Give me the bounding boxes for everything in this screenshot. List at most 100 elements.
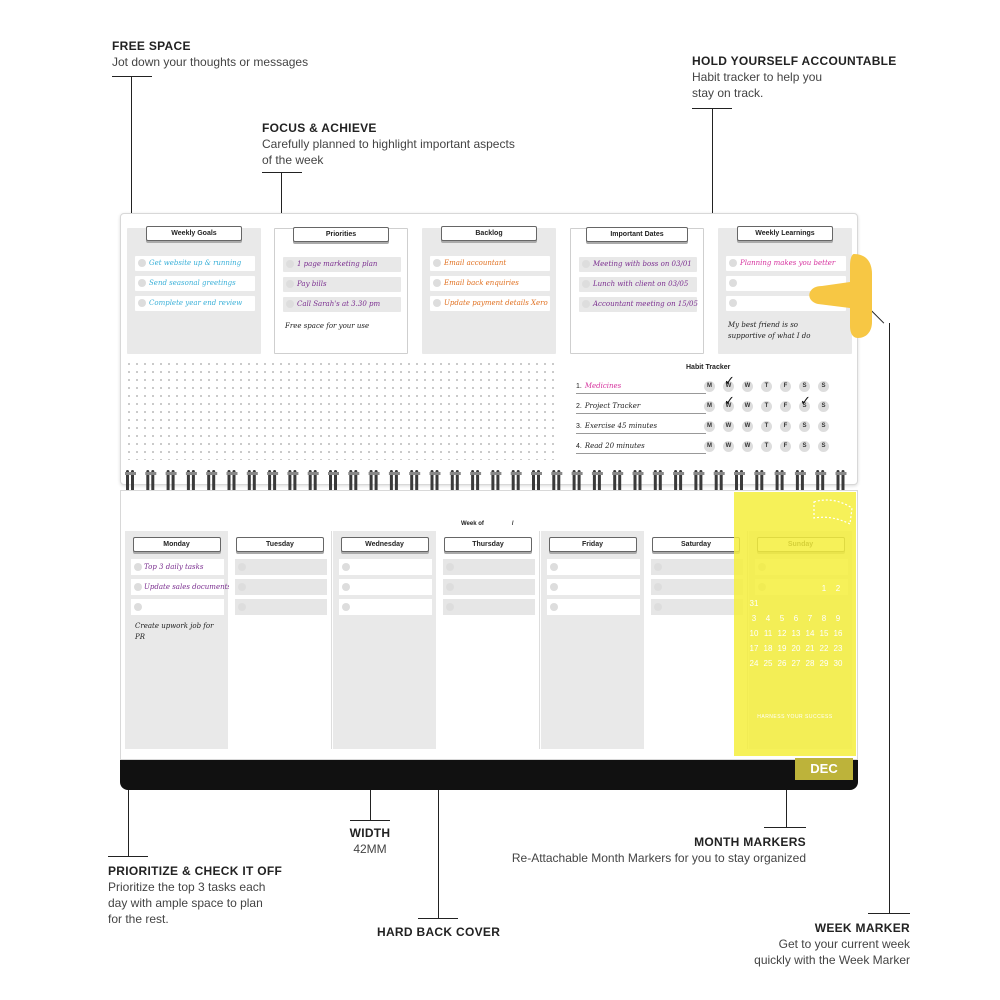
calendar-day[interactable] <box>804 584 816 599</box>
calendar-day[interactable]: 10 <box>749 629 759 638</box>
habit-day-circle[interactable]: M <box>704 381 715 392</box>
list-item[interactable]: Send seasonal greetings <box>135 276 255 291</box>
day-task-row[interactable] <box>235 559 327 575</box>
checkbox-circle[interactable] <box>433 299 441 307</box>
calendar-day[interactable]: 24 <box>749 659 759 668</box>
day-task-row[interactable]: Top 3 daily tasks <box>131 559 224 575</box>
checkbox-circle[interactable] <box>433 259 441 267</box>
calendar-day[interactable] <box>762 599 774 614</box>
habit-day-circle[interactable]: S <box>818 381 829 392</box>
list-item[interactable]: 1 page marketing plan <box>283 257 401 272</box>
calendar-day[interactable]: 12 <box>777 629 787 638</box>
calendar-day[interactable]: 17 <box>749 644 759 653</box>
checkbox-circle[interactable] <box>729 279 737 287</box>
calendar-day[interactable]: 13 <box>791 629 801 638</box>
checkbox-circle[interactable] <box>134 583 142 591</box>
habit-name[interactable]: 2.Project Tracker <box>576 402 706 414</box>
calendar-day[interactable]: 28 <box>805 659 815 668</box>
calendar-day[interactable]: 29 <box>819 659 829 668</box>
habit-day-circle[interactable]: W✓ <box>723 374 735 392</box>
checkbox-circle[interactable] <box>446 563 454 571</box>
calendar-day[interactable]: 14 <box>805 629 815 638</box>
checkbox-circle[interactable] <box>286 280 294 288</box>
calendar-day[interactable] <box>748 584 760 599</box>
calendar-day[interactable]: 18 <box>763 644 773 653</box>
checkbox-circle[interactable] <box>342 583 350 591</box>
checkbox-circle[interactable] <box>134 563 142 571</box>
list-item[interactable]: Accountant meeting on 15/05 <box>579 297 698 312</box>
calendar-day[interactable]: 15 <box>819 629 829 638</box>
habit-name[interactable]: 1.Medicines <box>576 382 706 394</box>
day-task-row[interactable] <box>339 599 432 615</box>
calendar-day[interactable]: 3 <box>751 614 757 623</box>
checkbox-circle[interactable] <box>729 259 737 267</box>
list-item[interactable]: Call Sarah's at 3.30 pm <box>283 297 401 312</box>
checkbox-circle[interactable] <box>550 563 558 571</box>
checkbox-circle[interactable] <box>342 603 350 611</box>
calendar-day[interactable]: 20 <box>791 644 801 653</box>
checkbox-circle[interactable] <box>729 299 737 307</box>
habit-day-circle[interactable]: W <box>742 421 753 432</box>
checkbox-circle[interactable] <box>433 279 441 287</box>
day-task-row[interactable] <box>651 599 743 615</box>
list-item[interactable]: Complete year end review <box>135 296 255 311</box>
calendar-day[interactable]: 27 <box>791 659 801 668</box>
list-item[interactable]: Lunch with client on 03/05 <box>579 277 697 292</box>
calendar-day[interactable]: 22 <box>819 644 829 653</box>
checkbox-circle[interactable] <box>582 300 590 308</box>
calendar-day[interactable]: 9 <box>835 614 841 623</box>
habit-day-circle[interactable]: W <box>723 441 734 452</box>
habit-day-circle[interactable]: T <box>761 401 772 412</box>
list-item[interactable]: Update payment details Xero <box>430 296 550 311</box>
habit-day-circle[interactable]: S <box>818 401 829 412</box>
checkbox-circle[interactable] <box>286 300 294 308</box>
free-space-dot-grid[interactable] <box>125 360 555 460</box>
habit-day-circle[interactable]: W <box>742 441 753 452</box>
calendar-day[interactable]: 26 <box>777 659 787 668</box>
checkbox-circle[interactable] <box>654 603 662 611</box>
calendar-day[interactable]: 5 <box>779 614 785 623</box>
habit-name[interactable]: 4.Read 20 minutes <box>576 442 706 454</box>
list-item[interactable]: Pay bills <box>283 277 401 292</box>
habit-day-circle[interactable]: W <box>742 381 753 392</box>
habit-day-circle[interactable]: W <box>723 421 734 432</box>
habit-day-circle[interactable]: T <box>761 421 772 432</box>
habit-day-circle[interactable]: T <box>761 441 772 452</box>
checkbox-circle[interactable] <box>138 299 146 307</box>
calendar-day[interactable] <box>762 584 774 599</box>
habit-day-circle[interactable]: W <box>742 401 753 412</box>
calendar-day[interactable]: 11 <box>763 629 773 638</box>
checkbox-circle[interactable] <box>582 280 590 288</box>
habit-day-circle[interactable]: M <box>704 441 715 452</box>
list-item[interactable]: Email accountant <box>430 256 550 271</box>
calendar-day[interactable] <box>804 599 816 614</box>
calendar-day[interactable] <box>776 584 788 599</box>
calendar-day[interactable] <box>818 599 830 614</box>
calendar-day[interactable]: 6 <box>793 614 799 623</box>
day-task-row[interactable] <box>339 559 432 575</box>
day-task-row[interactable] <box>443 579 535 595</box>
checkbox-circle[interactable] <box>550 583 558 591</box>
checkbox-circle[interactable] <box>582 260 590 268</box>
day-task-row[interactable] <box>235 579 327 595</box>
checkbox-circle[interactable] <box>654 583 662 591</box>
calendar-day[interactable]: 23 <box>833 644 843 653</box>
checkbox-circle[interactable] <box>138 259 146 267</box>
list-item[interactable]: Planning makes you better <box>726 256 846 271</box>
list-item[interactable]: Email back enquiries <box>430 276 550 291</box>
checkbox-circle[interactable] <box>138 279 146 287</box>
day-task-row[interactable] <box>235 599 327 615</box>
week-marker-tab[interactable] <box>808 252 874 338</box>
habit-day-circle[interactable]: S <box>818 421 829 432</box>
checkbox-circle[interactable] <box>446 603 454 611</box>
checkbox-circle[interactable] <box>654 563 662 571</box>
day-task-row[interactable] <box>547 559 640 575</box>
calendar-day[interactable]: 8 <box>821 614 827 623</box>
habit-day-circle[interactable]: F <box>780 401 791 412</box>
calendar-day[interactable] <box>832 599 844 614</box>
day-task-row[interactable] <box>547 579 640 595</box>
habit-day-circle[interactable]: S <box>799 421 810 432</box>
checkbox-circle[interactable] <box>238 583 246 591</box>
day-task-row[interactable] <box>547 599 640 615</box>
